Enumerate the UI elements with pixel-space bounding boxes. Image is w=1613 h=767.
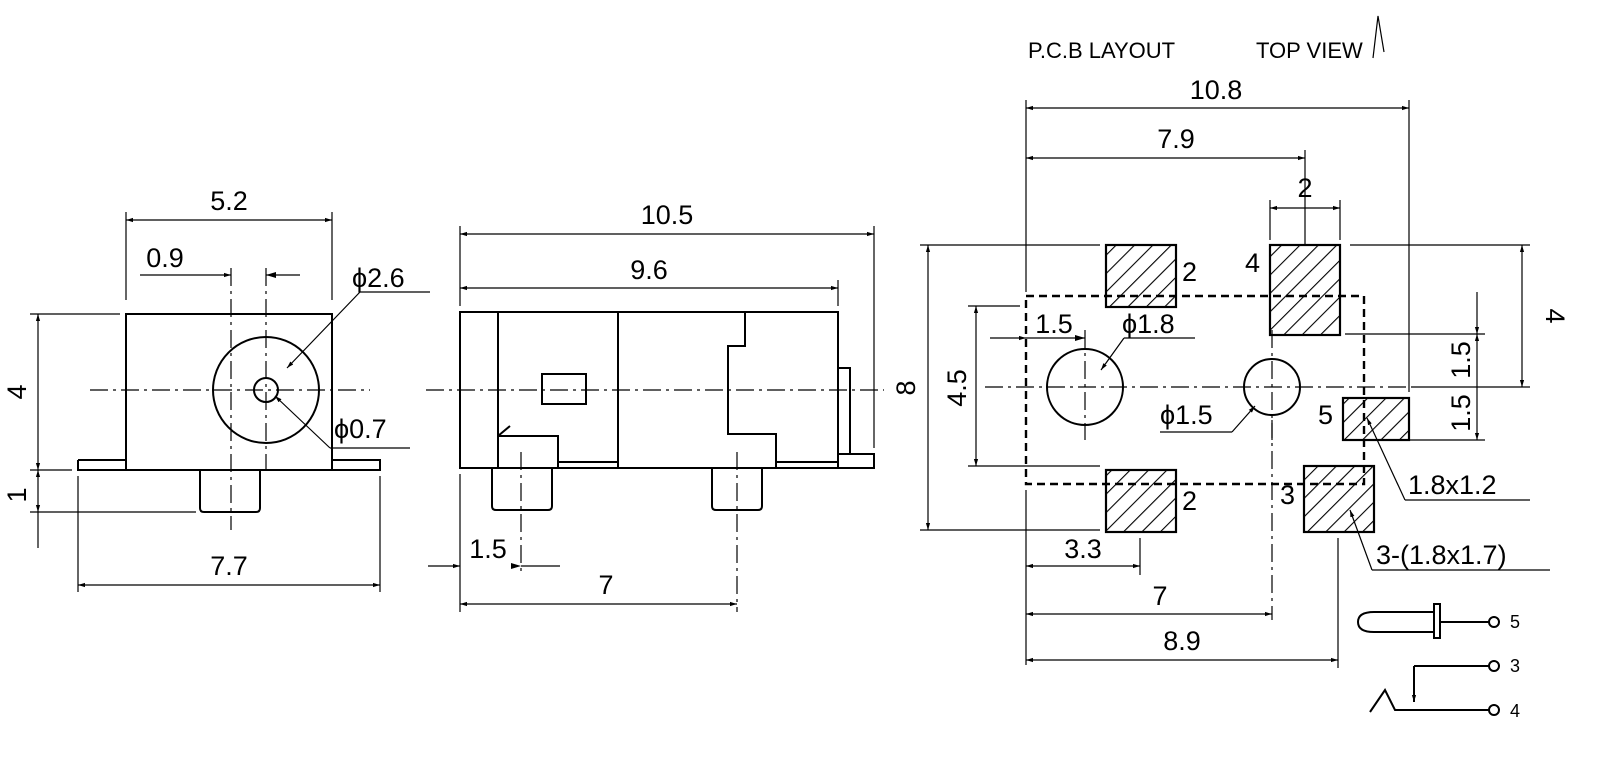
dim-5-2: 5.2 bbox=[210, 186, 248, 216]
dim-pad-1-8x1-7: 3-(1.8x1.7) bbox=[1376, 540, 1507, 570]
dim-8-9: 8.9 bbox=[1163, 626, 1201, 656]
side-post-left bbox=[491, 468, 553, 511]
dim-pad-1-8x1-2: 1.8x1.2 bbox=[1408, 470, 1497, 500]
front-post bbox=[199, 470, 261, 513]
pin-label-2-top: 2 bbox=[1182, 257, 1197, 287]
view-title: TOP VIEW bbox=[1256, 38, 1363, 63]
dim-phi-0-7: ϕ0.7 bbox=[334, 414, 387, 444]
legend-pin-3: 3 bbox=[1510, 656, 1520, 676]
front-view: 5.2 0.9 ϕ2.6 ϕ0.7 4 1 7.7 bbox=[2, 186, 430, 592]
dim-3-3: 3.3 bbox=[1064, 534, 1102, 564]
dim-10-8: 10.8 bbox=[1190, 75, 1243, 105]
dim-2: 2 bbox=[1297, 173, 1312, 203]
pin-label-2-bottom: 2 bbox=[1182, 486, 1197, 516]
pad-3 bbox=[1302, 464, 1376, 534]
switch-symbol bbox=[1369, 688, 1489, 713]
pad-5 bbox=[1341, 396, 1411, 442]
pad-2-top bbox=[1104, 243, 1178, 309]
dim-7-side: 7 bbox=[598, 570, 613, 600]
dim-0-9: 0.9 bbox=[146, 243, 184, 273]
pin-label-3: 3 bbox=[1280, 480, 1295, 510]
pcb-outline bbox=[1024, 294, 1366, 486]
north-mark bbox=[1372, 15, 1385, 59]
plug-symbol bbox=[1356, 611, 1434, 633]
side-view: 10.5 9.6 1.5 7 bbox=[426, 200, 884, 612]
pcb-layout: P.C.B LAYOUT TOP VIEW 2 4 5 2 3 10.8 bbox=[891, 15, 1570, 668]
hole-1-8 bbox=[1046, 348, 1124, 426]
pad-4 bbox=[1268, 243, 1342, 337]
layout-title: P.C.B LAYOUT bbox=[1028, 38, 1175, 63]
dim-phi-1-5: ϕ1.5 bbox=[1160, 400, 1213, 430]
side-window bbox=[541, 373, 587, 405]
front-base-plate bbox=[77, 459, 381, 471]
side-post-right bbox=[711, 468, 763, 511]
side-tab bbox=[837, 367, 851, 455]
dim-phi-2-6: ϕ2.6 bbox=[352, 263, 405, 293]
legend-pin-4: 4 bbox=[1510, 701, 1520, 721]
dim-1-5-side: 1.5 bbox=[469, 534, 507, 564]
dim-7-9: 7.9 bbox=[1157, 124, 1195, 154]
dim-4-right: 4 bbox=[1540, 308, 1570, 323]
front-body-outline bbox=[125, 313, 333, 471]
dim-4-5: 4.5 bbox=[942, 369, 972, 407]
dim-4-height: 4 bbox=[2, 384, 32, 399]
schematic-legend: 5 3 4 bbox=[1356, 603, 1520, 721]
pin-label-4: 4 bbox=[1245, 248, 1260, 278]
legend-pin-5: 5 bbox=[1510, 612, 1520, 632]
dim-1-5-lower: 1.5 bbox=[1446, 394, 1476, 432]
pad-2-bottom bbox=[1104, 468, 1178, 534]
dim-1-5-upper: 1.5 bbox=[1446, 341, 1476, 379]
dim-9-6: 9.6 bbox=[630, 255, 668, 285]
pin-label-5: 5 bbox=[1318, 400, 1333, 430]
dim-phi-1-8: ϕ1.8 bbox=[1122, 309, 1175, 339]
dim-7-pcb: 7 bbox=[1152, 581, 1167, 611]
dim-1: 1 bbox=[2, 487, 32, 502]
dim-7-7: 7.7 bbox=[210, 551, 248, 581]
dim-10-5: 10.5 bbox=[641, 200, 694, 230]
dim-1-5-hole: 1.5 bbox=[1035, 309, 1073, 339]
hole-1-5 bbox=[1243, 358, 1301, 416]
dim-8: 8 bbox=[891, 380, 921, 395]
